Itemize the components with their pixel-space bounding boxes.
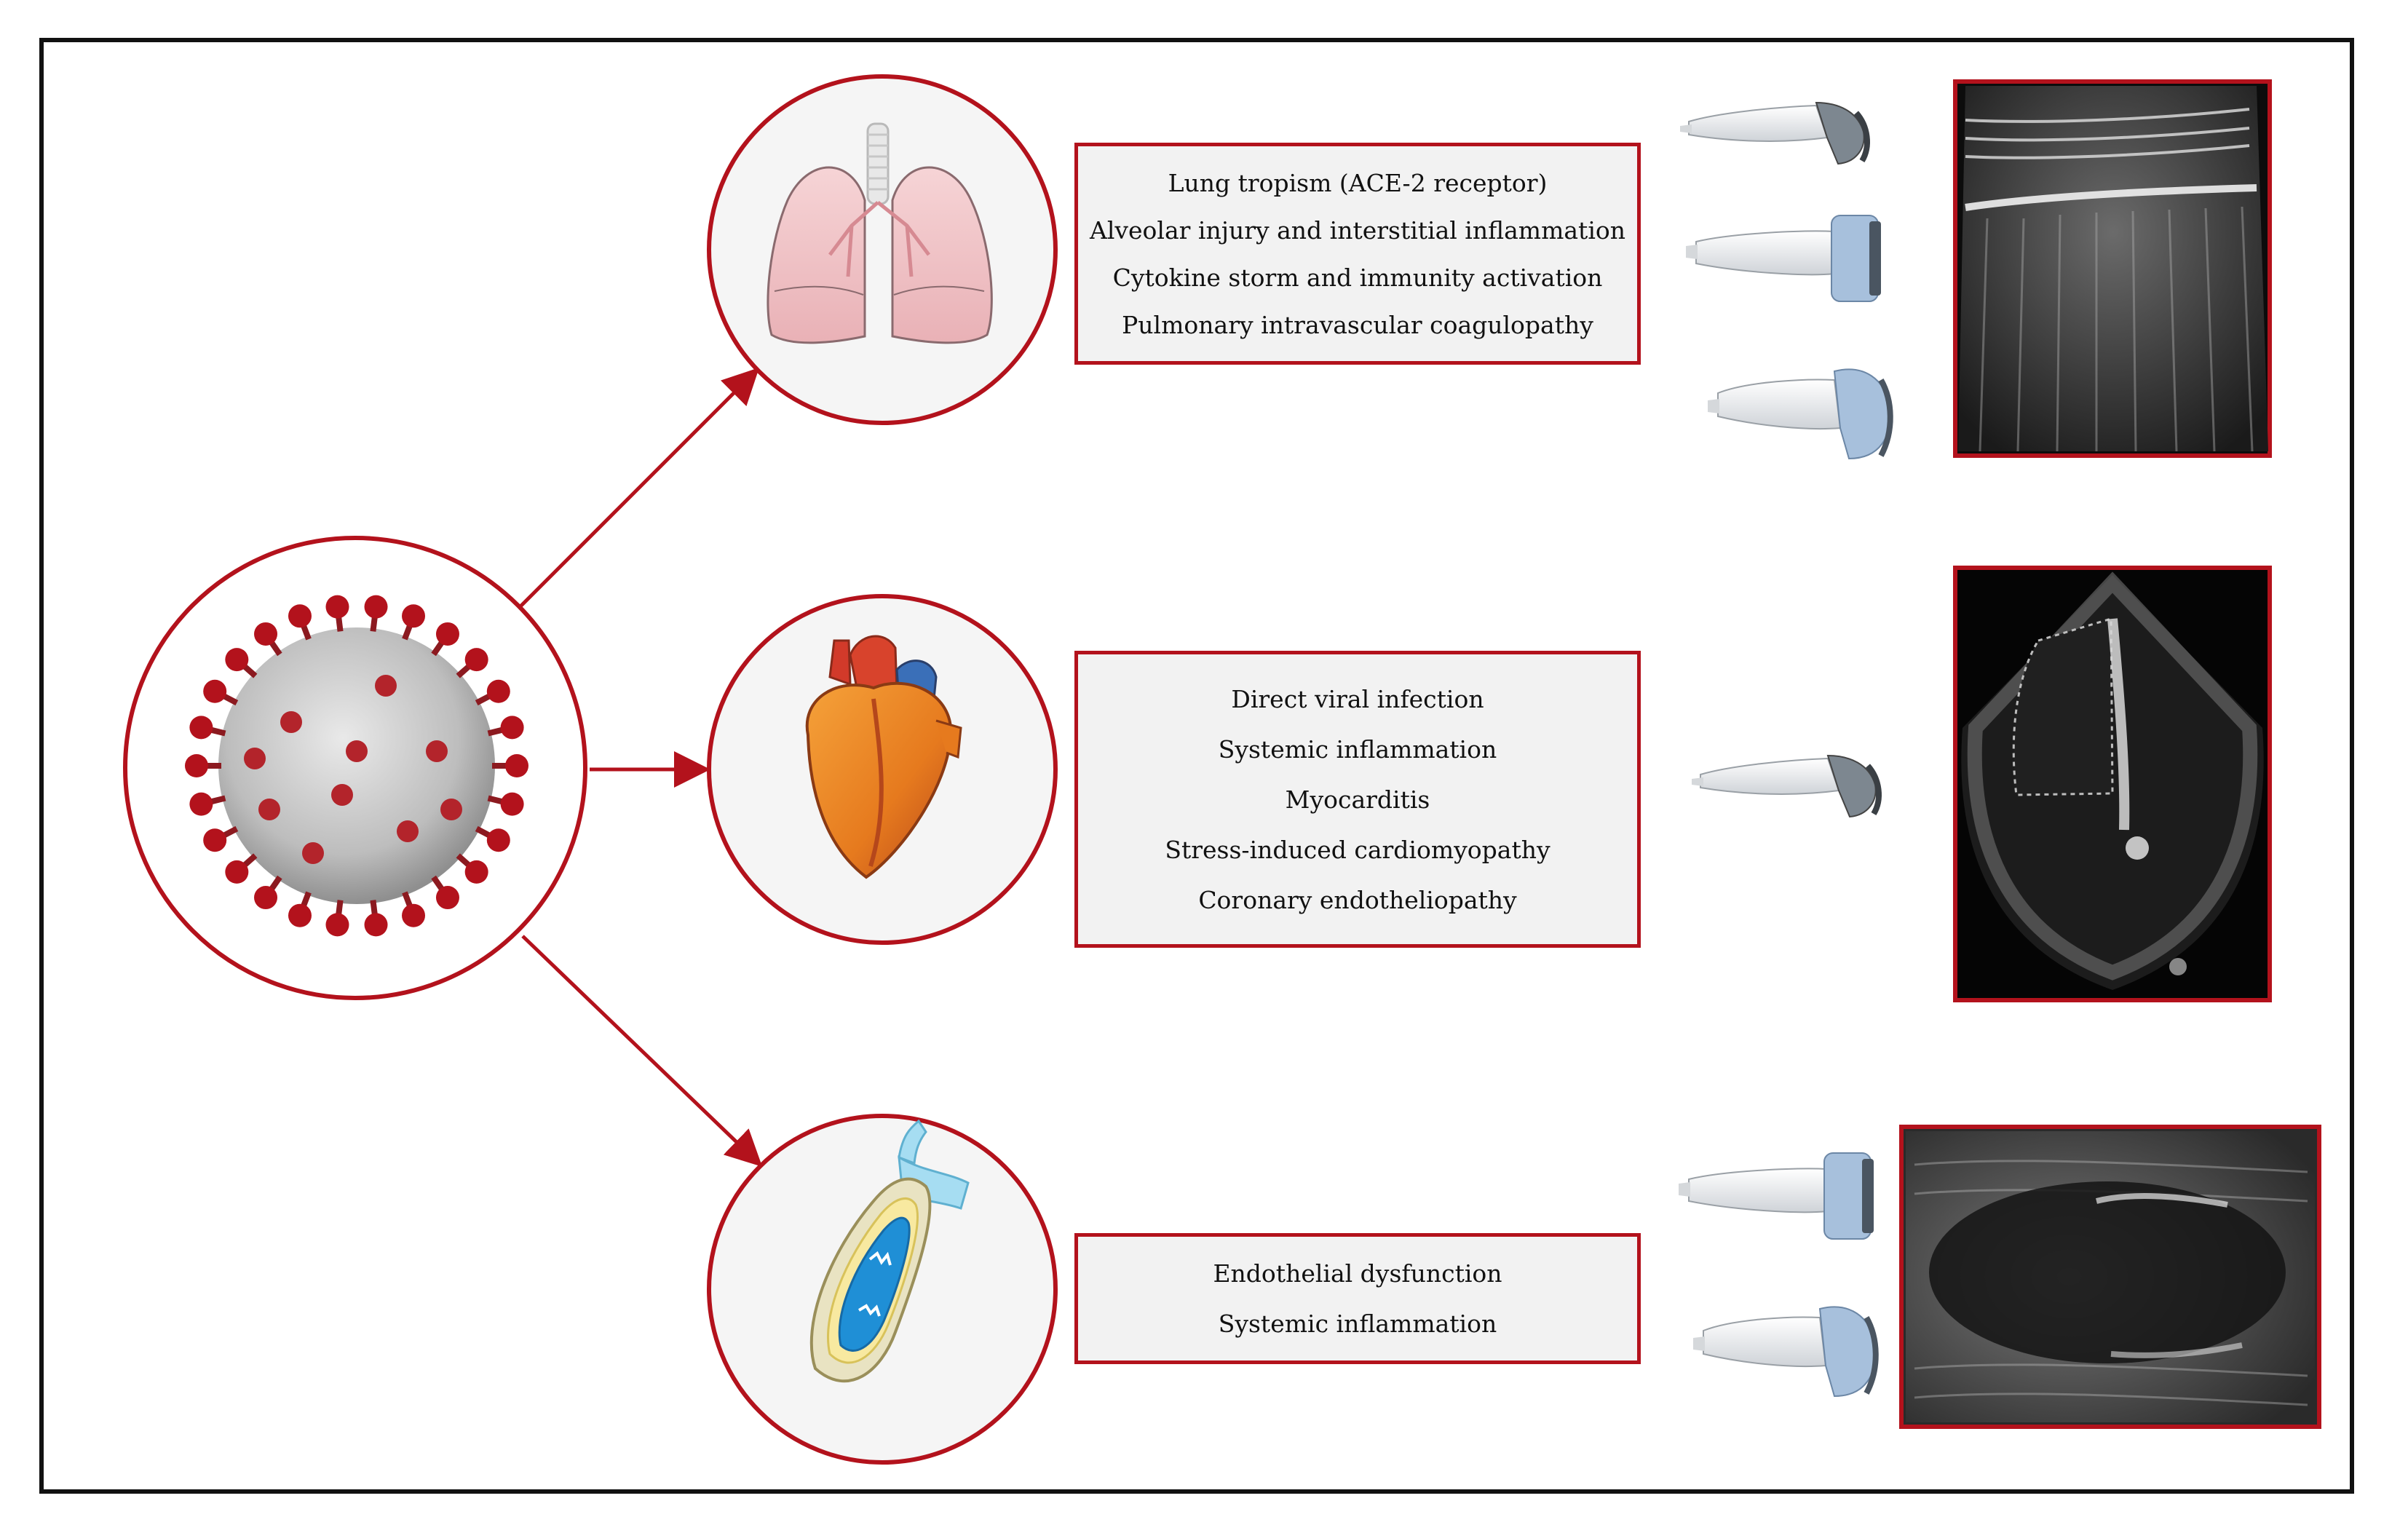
virus-spike-head [464, 648, 488, 672]
lung-mechanisms-box: Lung tropism (ACE-2 receptor) Alveolar i… [1074, 143, 1641, 365]
linear-probe-icon [1679, 1152, 1874, 1240]
virus-spike-head [185, 754, 208, 777]
coronavirus-icon [185, 595, 528, 937]
virus-spike-head [435, 886, 459, 910]
virus-spike-head [486, 679, 510, 703]
heart-mechanisms-box: Direct viral infection Systemic inflamma… [1074, 651, 1641, 948]
lung-ultrasound-image [1953, 79, 2272, 458]
virus-surface-protein [440, 799, 462, 820]
virus-spike-head [505, 754, 528, 777]
virus-spike-head [325, 595, 349, 619]
virus-surface-protein [346, 740, 368, 762]
virus-spike-head [203, 828, 227, 852]
virus-surface-protein [244, 748, 266, 769]
virus-spike-head [254, 622, 278, 646]
vascular-ultrasound-image [1899, 1125, 2321, 1429]
linear-probe-icon [1686, 215, 1881, 302]
virus-spike-head [486, 828, 510, 852]
virus-spike-head [325, 913, 349, 937]
virus-spike-head [500, 792, 524, 816]
mechanism-text: Endothelial dysfunction [1213, 1259, 1502, 1288]
vessel-node [707, 1114, 1058, 1465]
virus-spike-head [189, 792, 213, 816]
connector-arrows [517, 367, 763, 1167]
virus-spike-head [402, 604, 426, 628]
heart-icon [805, 635, 962, 879]
arrow-to-vessel [521, 935, 763, 1167]
mechanism-text: Myocarditis [1285, 785, 1430, 814]
convex-probe-icon [1680, 101, 1870, 165]
mechanism-text: Systemic inflammation [1218, 734, 1497, 764]
mechanism-text: Alveolar injury and interstitial inflamm… [1089, 215, 1625, 245]
virus-spike-head [225, 860, 249, 884]
virus-surface-protein [258, 799, 280, 820]
virus-spike-head [464, 860, 488, 884]
mechanism-text: Stress-induced cardiomyopathy [1165, 835, 1550, 864]
virus-spike-head [203, 679, 227, 703]
virus-surface-protein [397, 820, 419, 842]
mechanism-text: Systemic inflammation [1218, 1310, 1497, 1338]
mechanism-text: Direct viral infection [1231, 684, 1484, 713]
virus-spike-head [435, 622, 459, 646]
virus-spike-head [225, 648, 249, 672]
phased-array-probe-icon [1692, 754, 1882, 818]
virus-spike-head [364, 595, 388, 619]
virus-surface-protein [426, 740, 448, 762]
virus-spike-head [189, 716, 213, 740]
virus-spike-head [288, 604, 312, 628]
virus-spike-head [402, 903, 426, 927]
vessel-probes [1679, 1152, 1879, 1398]
lung-probes [1680, 101, 1893, 460]
phased-array-probe-icon [1708, 368, 1893, 460]
mechanism-text: Pulmonary intravascular coagulopathy [1122, 310, 1593, 339]
mechanism-text: Lung tropism (ACE-2 receptor) [1168, 168, 1548, 197]
source-node [123, 536, 587, 1000]
virus-spike-head [500, 716, 524, 740]
virus-surface-protein [331, 784, 353, 806]
arrow-to-lung [517, 367, 760, 610]
blood-vessel-icon [809, 1119, 970, 1383]
convex-probe-icon [1693, 1306, 1879, 1398]
vessel-mechanisms-box: Endothelial dysfunction Systemic inflamm… [1074, 1233, 1641, 1364]
virus-spike-head [254, 886, 278, 910]
virus-surface-protein [375, 675, 397, 697]
lungs-icon [767, 122, 993, 344]
echocardiogram-image [1953, 566, 2272, 1002]
virus-surface-protein [302, 842, 324, 864]
virus-spike-head [288, 903, 312, 927]
heart-node [707, 594, 1058, 945]
mechanism-text: Coronary endotheliopathy [1198, 885, 1517, 914]
lung-node [707, 74, 1058, 425]
mechanism-text: Cytokine storm and immunity activation [1112, 263, 1603, 292]
heart-probes [1692, 754, 1882, 818]
virus-surface-protein [280, 711, 302, 733]
virus-spike-head [364, 913, 388, 937]
